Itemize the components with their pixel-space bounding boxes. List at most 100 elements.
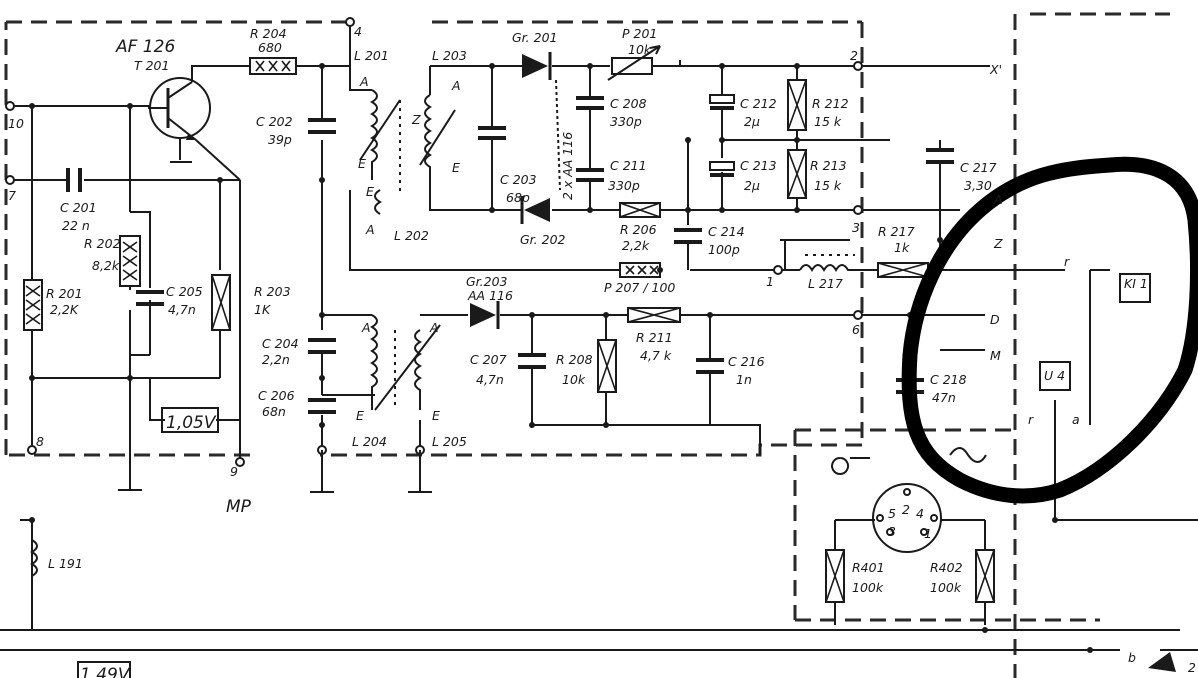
p201-value: 10k	[628, 42, 652, 57]
c202-ref: C 202	[256, 114, 293, 129]
mp-label: MP	[226, 497, 252, 517]
c218-value: 47n	[932, 390, 956, 405]
r201-value: 2,2K	[50, 302, 80, 317]
c212-ref: C 212	[740, 96, 777, 111]
c211-ref: C 211	[610, 158, 647, 173]
node-4: 4	[354, 24, 362, 39]
node-10: 10	[8, 116, 24, 131]
din-pin-4: 4	[916, 506, 924, 521]
c204-value: 2,2n	[262, 352, 290, 367]
node-7: 7	[8, 188, 16, 203]
node-b: b	[1128, 650, 1136, 665]
transistor-ref: T 201	[134, 58, 169, 73]
r212-value: 15 k	[814, 114, 842, 129]
c202-value: 39p	[268, 132, 292, 147]
c213-ref: C 213	[740, 158, 777, 173]
pin-e-l201: E	[358, 156, 366, 171]
wiring	[0, 22, 1198, 651]
module-boundary	[4, 12, 1170, 678]
c206-value: 68n	[262, 404, 286, 419]
c217-value: 3,30	[964, 178, 992, 193]
output-a2: a	[1072, 412, 1080, 427]
r204-ref: R 204	[250, 26, 287, 41]
pin-a-l205: A	[429, 320, 439, 335]
output-x: X'	[989, 62, 1002, 77]
pin-a-l202: A	[365, 222, 375, 237]
r217-ref: R 217	[878, 224, 915, 239]
voltage-1-49v: 1,49V	[80, 665, 131, 678]
r401-value: 100k	[852, 580, 884, 595]
r202-ref: R 202	[84, 236, 121, 251]
voltage-1-05v: 1,05V	[166, 413, 217, 433]
l201-label: L 201	[354, 48, 389, 63]
c208-ref: C 208	[610, 96, 647, 111]
r401-ref: R401	[852, 560, 885, 575]
c213-value: 2µ	[744, 178, 760, 193]
output-d: D	[990, 312, 1000, 327]
r217-value: 1k	[894, 240, 910, 255]
l202-label: L 202	[394, 228, 429, 243]
r208-value: 10k	[562, 372, 586, 387]
pin-e-l205: E	[432, 408, 440, 423]
gr202-ref: Gr. 202	[520, 232, 566, 247]
l191-label: L 191	[48, 556, 83, 571]
component-boxes	[77, 273, 1176, 678]
pin-e-l202: E	[366, 184, 374, 199]
c205-ref: C 205	[166, 284, 203, 299]
diode-pair-label: 2 x AA 116	[560, 132, 575, 200]
output-m: M	[990, 348, 1001, 363]
c214-ref: C 214	[708, 224, 745, 239]
c218-ref: C 218	[930, 372, 967, 387]
gr203-ref: Gr.203	[466, 274, 508, 289]
c206-ref: C 206	[258, 388, 295, 403]
gr201-ref: Gr. 201	[512, 30, 557, 45]
r211-ref: R 211	[636, 330, 673, 345]
din-pin-3: 3	[888, 524, 896, 539]
din-pin-1: 1	[924, 526, 932, 541]
c207-ref: C 207	[470, 352, 507, 367]
r204-value: 680	[258, 40, 282, 55]
c214-value: 100p	[708, 242, 740, 257]
transistor-type: AF 126	[115, 37, 175, 57]
r208-ref: R 208	[556, 352, 593, 367]
p207-label: P 207 / 100	[604, 280, 675, 295]
coil-symbols	[30, 89, 855, 590]
r203-value: 1K	[254, 302, 272, 317]
l203-label: L 203	[432, 48, 467, 63]
pin-e-l204: E	[356, 408, 364, 423]
pin-z: Z	[411, 112, 421, 127]
r206-value: 2,2k	[622, 238, 650, 253]
c203-value: 68p	[506, 190, 530, 205]
l217-label: L 217	[808, 276, 843, 291]
c212-value: 2µ	[744, 114, 760, 129]
pin-a-l201: A	[359, 74, 369, 89]
output-r: r	[1064, 254, 1070, 269]
c201-value: 22 n	[62, 218, 90, 233]
output-z: Z	[993, 236, 1003, 251]
diode-symbols	[470, 52, 561, 329]
c216-value: 1n	[736, 372, 752, 387]
u4-box: U 4	[1044, 368, 1065, 383]
din-socket	[831, 447, 987, 553]
p201-ref: P 201	[622, 26, 657, 41]
output-r2: r	[1028, 412, 1034, 427]
r203-ref: R 203	[254, 284, 291, 299]
r212-ref: R 212	[812, 96, 849, 111]
r206-ref: R 206	[620, 222, 657, 237]
marker-circle	[901, 156, 1198, 504]
r213-value: 15 k	[814, 178, 842, 193]
l205-label: L 205	[432, 434, 467, 449]
node-2: 2	[850, 48, 858, 63]
r202-value: 8,2k	[92, 258, 120, 273]
l204-label: L 204	[352, 434, 387, 449]
r201-ref: R 201	[46, 286, 83, 301]
c217-ref: C 217	[960, 160, 997, 175]
pin-a-l203: A	[451, 78, 461, 93]
output-a: A	[993, 192, 1003, 207]
c208-value: 330p	[610, 114, 642, 129]
c216-ref: C 216	[728, 354, 765, 369]
node-2-bottom: 2	[1188, 660, 1196, 675]
c201-ref: C 201	[60, 200, 97, 215]
r402-value: 100k	[930, 580, 962, 595]
